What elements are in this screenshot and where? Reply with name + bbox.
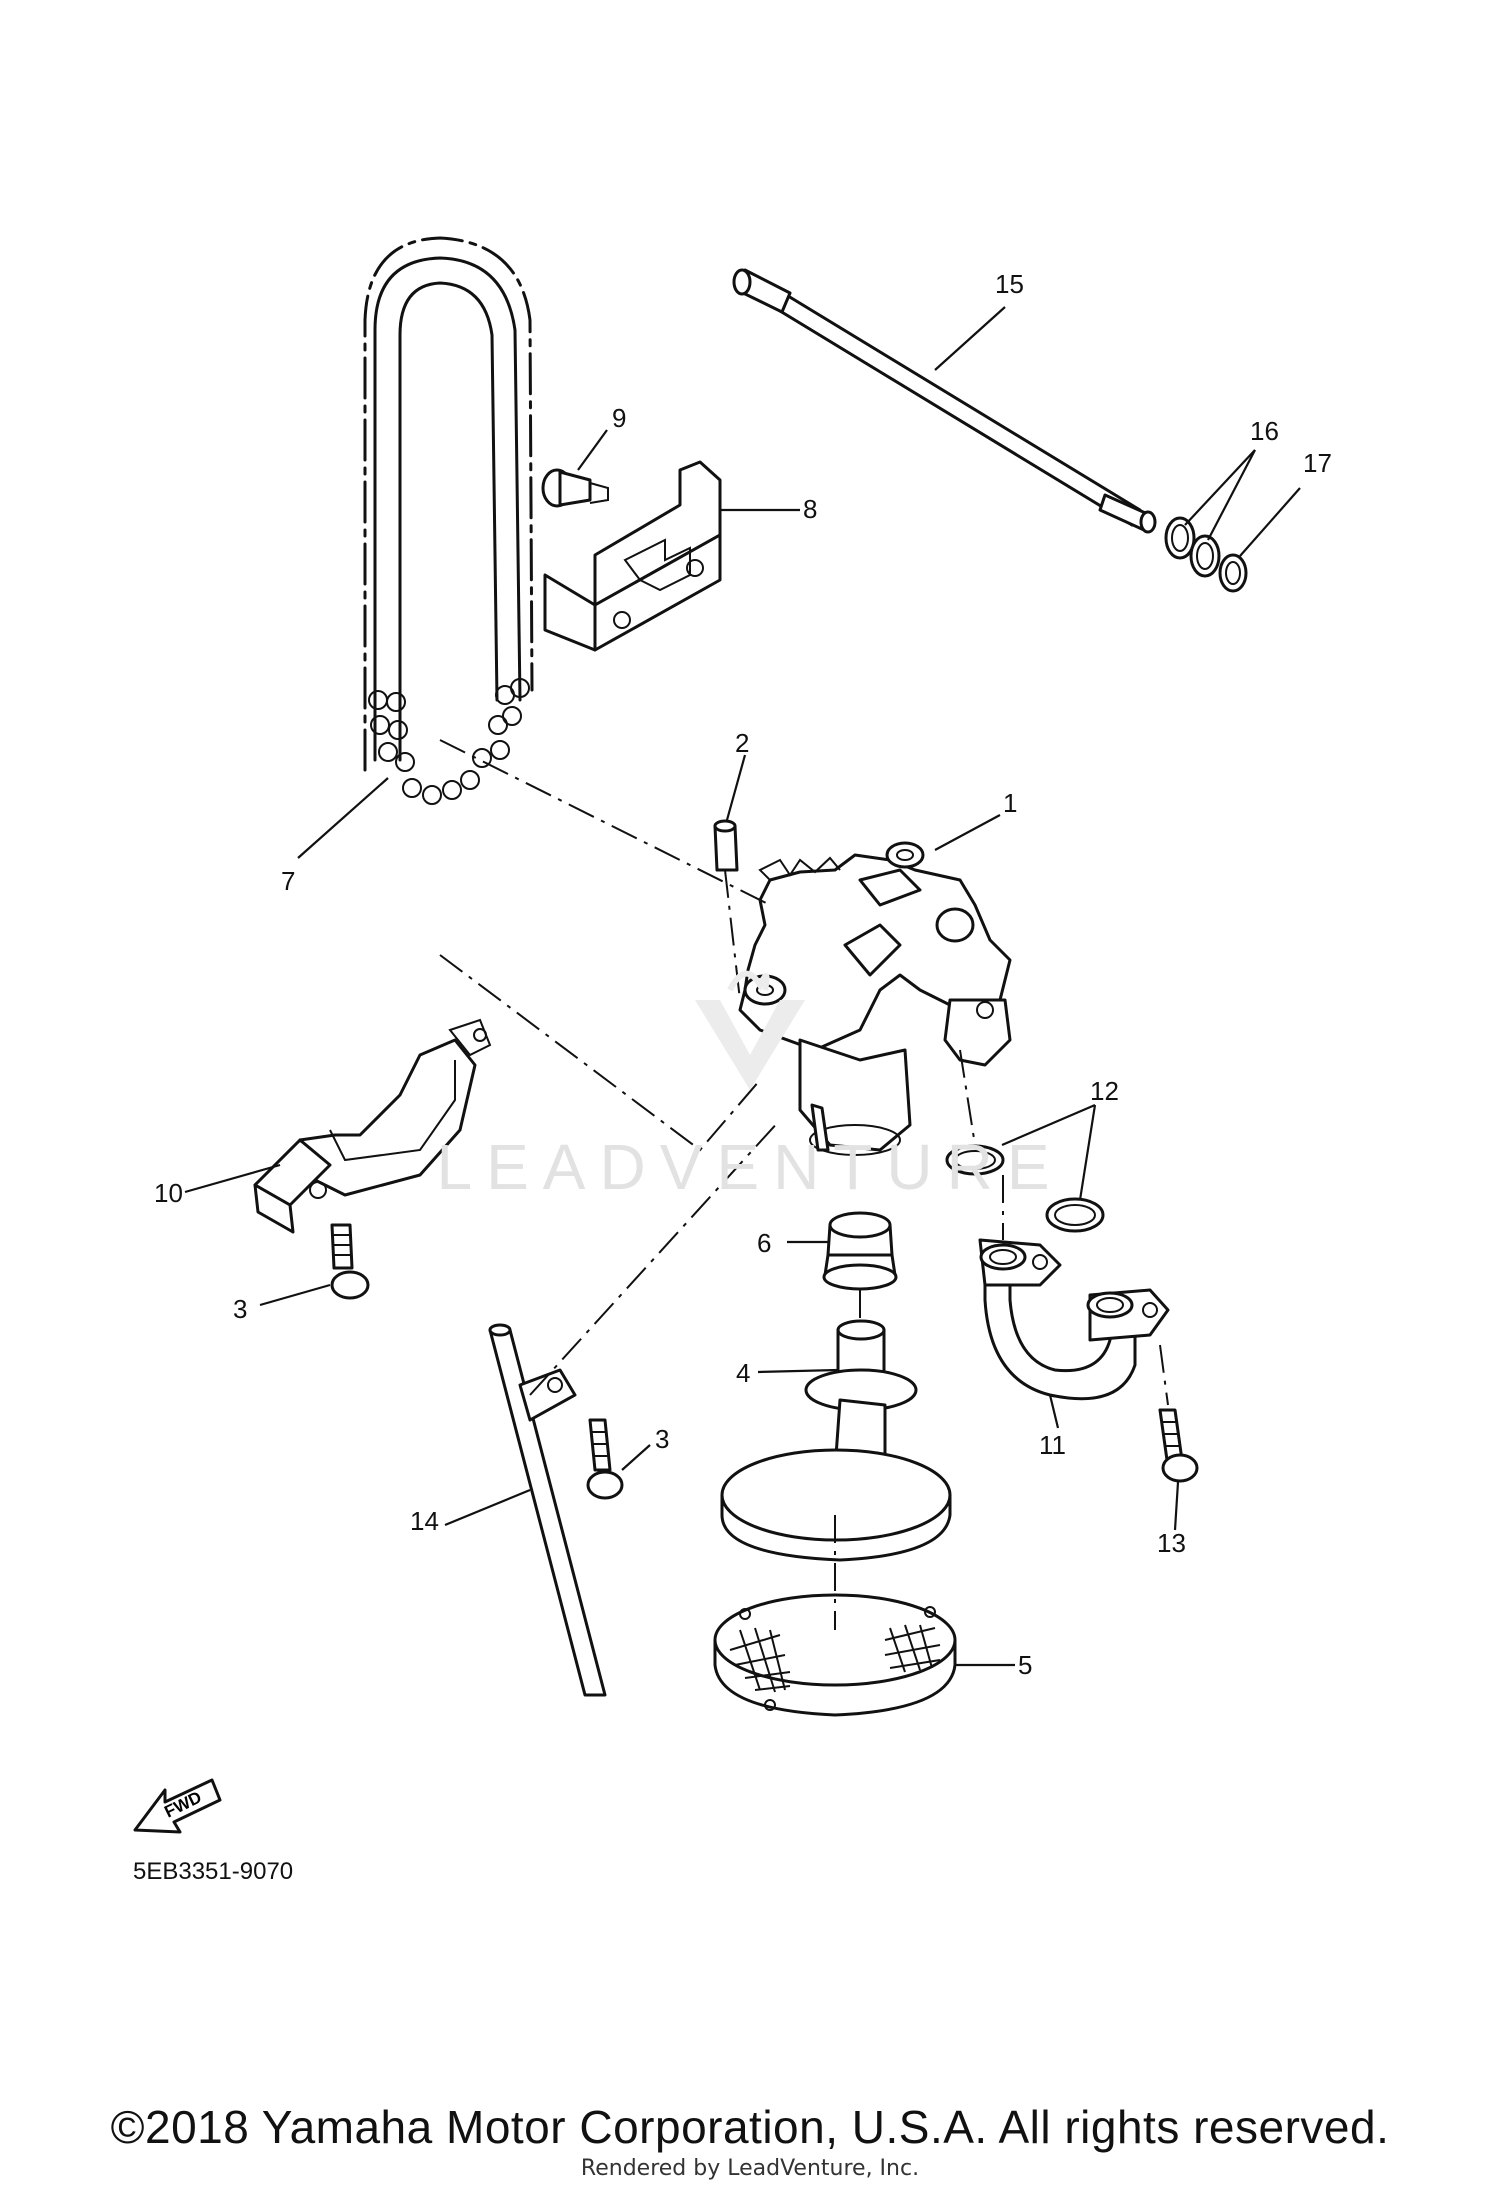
callout-6: 6: [757, 1228, 771, 1258]
part-16-o-rings[interactable]: [1164, 516, 1221, 578]
callout-12: 12: [1090, 1076, 1119, 1106]
fwd-arrow-icon: FWD: [133, 1778, 222, 1834]
part-7-chain[interactable]: [363, 236, 534, 805]
callout-3-left: 3: [233, 1294, 247, 1324]
part-17-o-ring[interactable]: [1218, 553, 1248, 593]
part-5-screen[interactable]: [713, 1593, 957, 1717]
callout-4: 4: [736, 1358, 750, 1388]
callout-10: 10: [154, 1178, 183, 1208]
part-13-bolt[interactable]: [1158, 1408, 1199, 1483]
callout-7: 7: [281, 866, 295, 896]
part-3-bolt-right[interactable]: [586, 1418, 624, 1500]
callout-3-right: 3: [655, 1424, 669, 1454]
callout-labels: 1 2 3 3 4 5 6 7 8 9 10 11 12 13 14 15 16…: [154, 269, 1332, 1680]
leader-lines: [184, 306, 1301, 1667]
callout-8: 8: [803, 494, 817, 524]
callout-13: 13: [1157, 1528, 1186, 1558]
part-6-plug[interactable]: [822, 1211, 898, 1291]
callout-16: 16: [1250, 416, 1279, 446]
callout-15: 15: [995, 269, 1024, 299]
callout-1: 1: [1003, 788, 1017, 818]
copyright-notice: ©2018 Yamaha Motor Corporation, U.S.A. A…: [110, 2101, 1390, 2153]
part-10-bracket[interactable]: [253, 1018, 492, 1234]
rendered-by-note: Rendered by LeadVenture, Inc.: [580, 2156, 920, 2181]
callout-17: 17: [1303, 448, 1332, 478]
callout-2: 2: [735, 728, 749, 758]
part-11-oil-pipe[interactable]: [978, 1238, 1170, 1401]
callout-11: 11: [1039, 1430, 1066, 1460]
part-8-chain-guide[interactable]: [543, 460, 722, 652]
part-1-oil-pump[interactable]: [738, 841, 1012, 1156]
part-code: 5EB3351-9070: [133, 1858, 294, 1885]
part-4-strainer-housing[interactable]: [720, 1319, 952, 1562]
callout-5: 5: [1018, 1650, 1032, 1680]
part-2-dowel-pin[interactable]: [713, 819, 739, 872]
part-15-shaft[interactable]: [732, 268, 1157, 534]
part-3-bolt-left[interactable]: [330, 1223, 370, 1300]
part-14-pipe[interactable]: [488, 1323, 607, 1697]
part-12-gaskets[interactable]: [945, 1144, 1105, 1233]
callout-14: 14: [410, 1506, 439, 1536]
alignment-lines: [439, 739, 1169, 1630]
part-9-bolt[interactable]: [541, 468, 609, 508]
callout-9: 9: [612, 403, 626, 433]
